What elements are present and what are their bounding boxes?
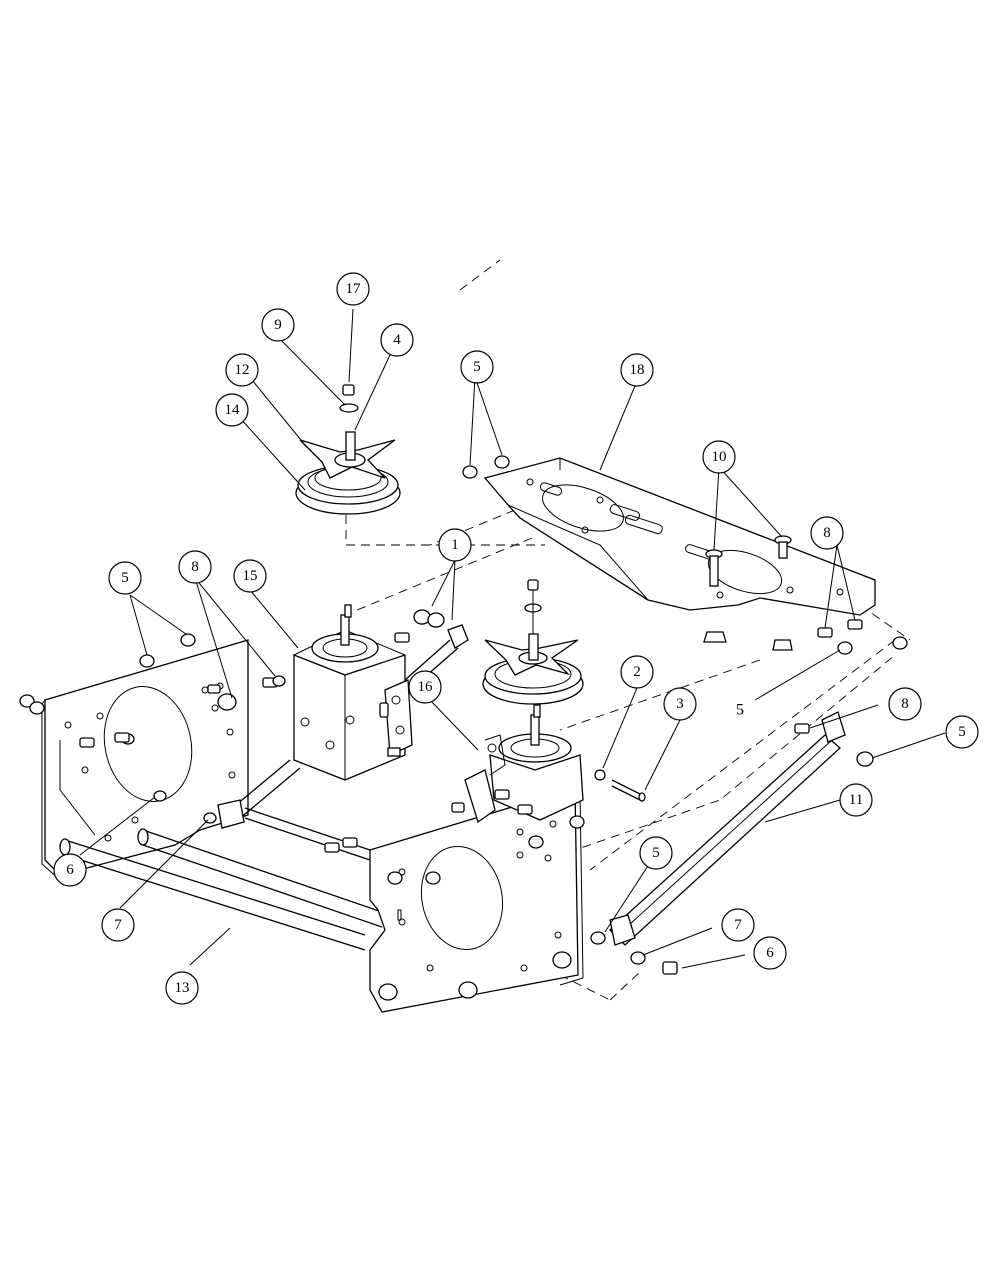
- callout-6-left: 6: [53, 853, 87, 887]
- svg-text:5: 5: [121, 570, 129, 586]
- svg-text:7: 7: [734, 917, 742, 933]
- callout-1: 1: [438, 528, 472, 562]
- callout-9: 9: [261, 308, 295, 342]
- svg-text:10: 10: [712, 449, 727, 465]
- callout-2: 2: [620, 655, 654, 689]
- top-plate: [483, 457, 876, 616]
- svg-text:15: 15: [243, 568, 258, 584]
- callout-8-plate: 8: [810, 516, 844, 550]
- svg-text:11: 11: [849, 792, 863, 808]
- svg-text:8: 8: [191, 559, 199, 575]
- callout-18: 18: [620, 353, 654, 387]
- svg-text:13: 13: [175, 980, 190, 996]
- assembly-guide-lines: [344, 259, 911, 1001]
- callout-11: 11: [839, 783, 873, 817]
- callout-12: 12: [225, 353, 259, 387]
- svg-text:9: 9: [274, 317, 282, 333]
- callout-15: 15: [233, 559, 267, 593]
- svg-text:6: 6: [66, 862, 74, 878]
- svg-text:5: 5: [958, 724, 966, 740]
- gearbox-right: [451, 704, 584, 824]
- callout-16: 16: [408, 670, 442, 704]
- svg-text:8: 8: [901, 696, 909, 712]
- right-side-plate: [324, 787, 585, 1013]
- svg-text:5: 5: [652, 845, 660, 861]
- gearbox-left: [203, 604, 469, 829]
- svg-text:2: 2: [633, 664, 641, 680]
- callout-7-left: 7: [101, 908, 135, 942]
- callout-17: 17: [336, 272, 370, 306]
- svg-text:16: 16: [418, 679, 434, 695]
- callout-10: 10: [702, 440, 736, 474]
- callout-8-left: 8: [178, 550, 212, 584]
- callout-8-rod: 8: [888, 687, 922, 721]
- callout-3: 3: [663, 687, 697, 721]
- svg-text:1: 1: [451, 537, 459, 553]
- callout-5-bottom: 5: [639, 836, 673, 870]
- callout-7-right: 7: [721, 908, 755, 942]
- svg-text:4: 4: [393, 332, 401, 348]
- pin-and-clip: [594, 769, 646, 802]
- callout-5-plate: 5: [736, 702, 744, 719]
- svg-text:14: 14: [225, 402, 241, 418]
- svg-text:6: 6: [766, 945, 774, 961]
- svg-text:7: 7: [114, 917, 122, 933]
- callout-14: 14: [215, 393, 249, 427]
- callout-5-top: 5: [460, 350, 494, 384]
- svg-text:5: 5: [473, 359, 481, 375]
- leader-lines: [79, 308, 946, 969]
- upper-pulley-assembly: [295, 384, 401, 515]
- lower-pulley-assembly: [482, 579, 584, 705]
- left-side-plate: [41, 639, 286, 881]
- svg-text:12: 12: [235, 362, 250, 378]
- svg-text:18: 18: [630, 362, 645, 378]
- washer-group-left: [19, 633, 196, 715]
- svg-text:8: 8: [823, 525, 831, 541]
- callout-5-left: 5: [108, 561, 142, 595]
- callout-13: 13: [165, 971, 199, 1005]
- tie-rod: [590, 711, 874, 975]
- svg-text:5: 5: [736, 702, 744, 719]
- callout-4: 4: [380, 323, 414, 357]
- top-plate-hardware: [394, 455, 908, 655]
- callout-5-right: 5: [945, 715, 979, 749]
- svg-text:17: 17: [346, 281, 362, 297]
- svg-text:3: 3: [676, 696, 684, 712]
- callout-6-right: 6: [753, 936, 787, 970]
